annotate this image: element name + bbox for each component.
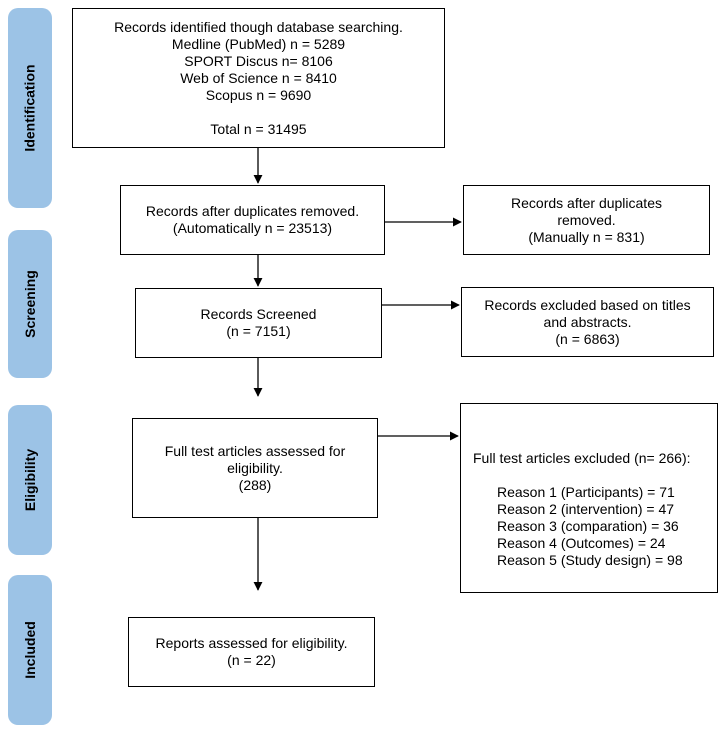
duplicates-auto-box: Records after duplicates removed. (Autom…	[120, 185, 385, 255]
fulltext-line1: Full test articles assessed for	[164, 442, 346, 459]
phase-included: Included	[8, 575, 52, 725]
dup-manual-line1: Records after duplicates	[511, 194, 662, 211]
screened-line1: Records Screened	[200, 306, 317, 322]
records-identified-box: Records identified though database searc…	[72, 8, 445, 148]
reason-3: Reason 3 (comparation) = 36	[497, 518, 679, 534]
included-box: Reports assessed for eligibility. (n = 2…	[128, 617, 375, 687]
dup-manual-line2: removed.	[557, 211, 616, 228]
phase-eligibility: Eligibility	[8, 405, 52, 555]
identified-wos: Web of Science n = 8410	[180, 69, 337, 86]
identified-medline: Medline (PubMed) n = 5289	[171, 35, 346, 52]
phase-screening-label: Screening	[22, 270, 39, 338]
phase-identification-label: Identification	[22, 64, 38, 152]
reason-2: Reason 2 (intervention) = 47	[497, 501, 675, 517]
duplicates-manual-box: Records after duplicates removed. (Manua…	[463, 185, 710, 255]
dup-auto-line1: Records after duplicates removed.	[145, 203, 360, 219]
fulltext-assessed-box: Full test articles assessed for eligibil…	[132, 418, 378, 518]
included-line1: Reports assessed for eligibility.	[155, 635, 348, 651]
dup-auto-line2: (Automatically n = 23513)	[172, 220, 333, 236]
identified-scopus: Scopus n = 9690	[205, 86, 312, 103]
reason-4: Reason 4 (Outcomes) = 24	[497, 535, 666, 551]
records-excluded-box: Records excluded based on titles and abs…	[461, 287, 714, 357]
excluded-line1: Records excluded based on titles	[484, 296, 691, 313]
reason-5: Reason 5 (Study design) = 98	[497, 552, 683, 568]
fulltext-line3: (288)	[238, 476, 272, 493]
screened-line2: (n = 7151)	[226, 323, 291, 339]
identified-total: Total n = 31495	[210, 120, 307, 137]
phase-eligibility-label: Eligibility	[22, 448, 39, 512]
included-line2: (n = 22)	[227, 652, 276, 668]
phase-included-label: Included	[22, 621, 38, 679]
records-screened-box: Records Screened (n = 7151)	[135, 288, 382, 358]
identified-title: Records identified though database searc…	[114, 18, 403, 35]
excluded-line2: and abstracts.	[543, 313, 632, 330]
fulltext-excluded-title: Full test articles excluded (n= 266):	[473, 450, 691, 466]
excluded-line3: (n = 6863)	[555, 330, 620, 347]
phase-screening: Screening	[8, 230, 52, 378]
fulltext-excluded-box: Full test articles excluded (n= 266): Re…	[460, 403, 718, 593]
fulltext-line2: eligibility.	[227, 459, 283, 476]
identified-sportdiscus: SPORT Discus n= 8106	[184, 52, 333, 69]
dup-manual-line3: (Manually n = 831)	[528, 228, 645, 245]
phase-identification: Identification	[8, 8, 52, 208]
reason-1: Reason 1 (Participants) = 71	[497, 484, 675, 500]
